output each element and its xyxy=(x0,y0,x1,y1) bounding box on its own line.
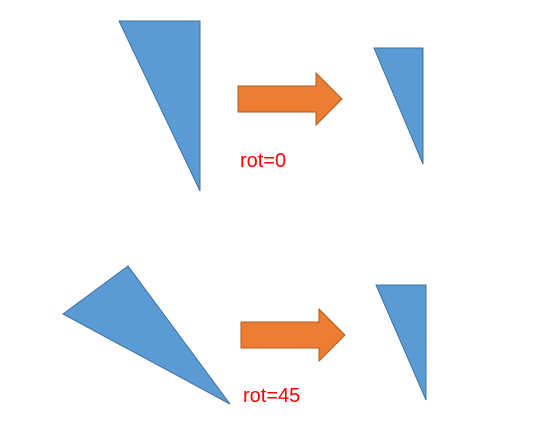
result-triangle-rot45 xyxy=(375,284,427,401)
source-triangle-rot45 xyxy=(62,265,231,405)
label-rot0: rot=0 xyxy=(240,150,287,172)
arrow-rot45 xyxy=(240,307,346,363)
label-rot45: rot=45 xyxy=(243,385,301,407)
arrow-rot0 xyxy=(237,71,343,127)
source-triangle-rot0 xyxy=(118,20,201,192)
result-triangle-rot0 xyxy=(373,47,424,165)
